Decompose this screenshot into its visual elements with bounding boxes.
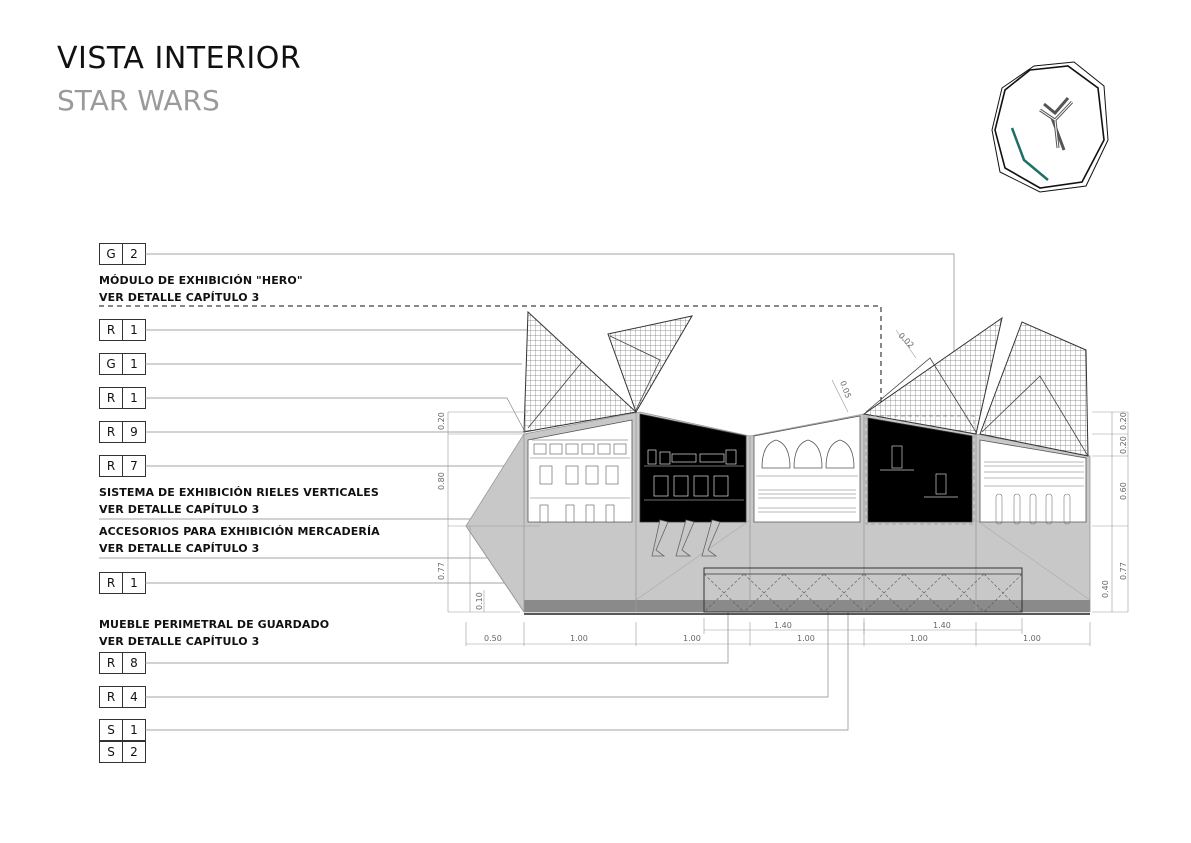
dim-bottom-3: 1.00 xyxy=(683,634,701,643)
page-title: VISTA INTERIOR xyxy=(57,41,302,76)
tag-letter: R xyxy=(99,421,123,443)
dim-right-1: 0.20 xyxy=(1119,412,1128,430)
dim-left-1: 0.20 xyxy=(437,412,446,430)
tag-letter: G xyxy=(99,353,123,375)
tag-letter: R xyxy=(99,387,123,409)
note-rails-line2: VER DETALLE CAPÍTULO 3 xyxy=(99,503,260,516)
note-accessories-line2: VER DETALLE CAPÍTULO 3 xyxy=(99,542,260,555)
tag-letter: S xyxy=(99,719,123,741)
dim-bottom-5: 1.00 xyxy=(910,634,928,643)
note-accessories: ACCESORIOS PARA EXHIBICIÓN MERCADERÍA VE… xyxy=(99,523,380,557)
note-storage: MUEBLE PERIMETRAL DE GUARDADO VER DETALL… xyxy=(99,616,329,650)
bay-4-hero xyxy=(865,415,975,525)
tag-letter: R xyxy=(99,572,123,594)
tag-letter: R xyxy=(99,652,123,674)
dim-left-3: 0.77 xyxy=(437,562,446,580)
note-hero: MÓDULO DE EXHIBICIÓN "HERO" VER DETALLE … xyxy=(99,272,303,306)
dim-right-2: 0.20 xyxy=(1119,436,1128,454)
bay-2 xyxy=(639,413,747,557)
dim-roof-2: 0.02 xyxy=(897,331,916,350)
note-rails-line1: SISTEMA DE EXHIBICIÓN RIELES VERTICALES xyxy=(99,486,379,499)
dim-right-5: 0.40 xyxy=(1101,580,1110,598)
tag-letter: G xyxy=(99,243,123,265)
dim-left-2: 0.80 xyxy=(437,472,446,490)
note-rails: SISTEMA DE EXHIBICIÓN RIELES VERTICALES … xyxy=(99,484,379,518)
storage-cabinet xyxy=(703,567,1023,613)
tag-letter: R xyxy=(99,455,123,477)
note-hero-line2: VER DETALLE CAPÍTULO 3 xyxy=(99,291,260,304)
tag-letter: S xyxy=(99,741,123,763)
dim-right-4: 0.77 xyxy=(1119,562,1128,580)
dimension-labels: 0.50 1.00 1.00 1.00 1.00 1.00 1.40 1.40 … xyxy=(437,331,1128,643)
dim-left-4: 0.10 xyxy=(475,592,484,610)
dim-bottom-4: 1.00 xyxy=(797,634,815,643)
bay-5 xyxy=(979,439,1087,525)
dim-bottom-1: 0.50 xyxy=(484,634,502,643)
bay-1 xyxy=(527,419,633,523)
dim-bottom-6: 1.00 xyxy=(1023,634,1041,643)
tag-letter: R xyxy=(99,319,123,341)
dim-bottom-2: 1.00 xyxy=(570,634,588,643)
dim-right-3: 0.60 xyxy=(1119,482,1128,500)
note-hero-line1: MÓDULO DE EXHIBICIÓN "HERO" xyxy=(99,274,303,287)
tag-letter: R xyxy=(99,686,123,708)
roof-panels xyxy=(523,310,1089,457)
bay-3 xyxy=(753,415,861,523)
note-accessories-line1: ACCESORIOS PARA EXHIBICIÓN MERCADERÍA xyxy=(99,525,380,538)
dimension-lines xyxy=(447,329,1129,646)
note-storage-line1: MUEBLE PERIMETRAL DE GUARDADO xyxy=(99,618,330,631)
dim-upper-2: 1.40 xyxy=(933,621,951,630)
key-plan xyxy=(991,61,1109,193)
dim-upper-1: 1.40 xyxy=(774,621,792,630)
note-storage-line2: VER DETALLE CAPÍTULO 3 xyxy=(99,635,260,648)
page-subtitle: STAR WARS xyxy=(57,84,220,117)
tag-number: 2 xyxy=(123,741,146,763)
